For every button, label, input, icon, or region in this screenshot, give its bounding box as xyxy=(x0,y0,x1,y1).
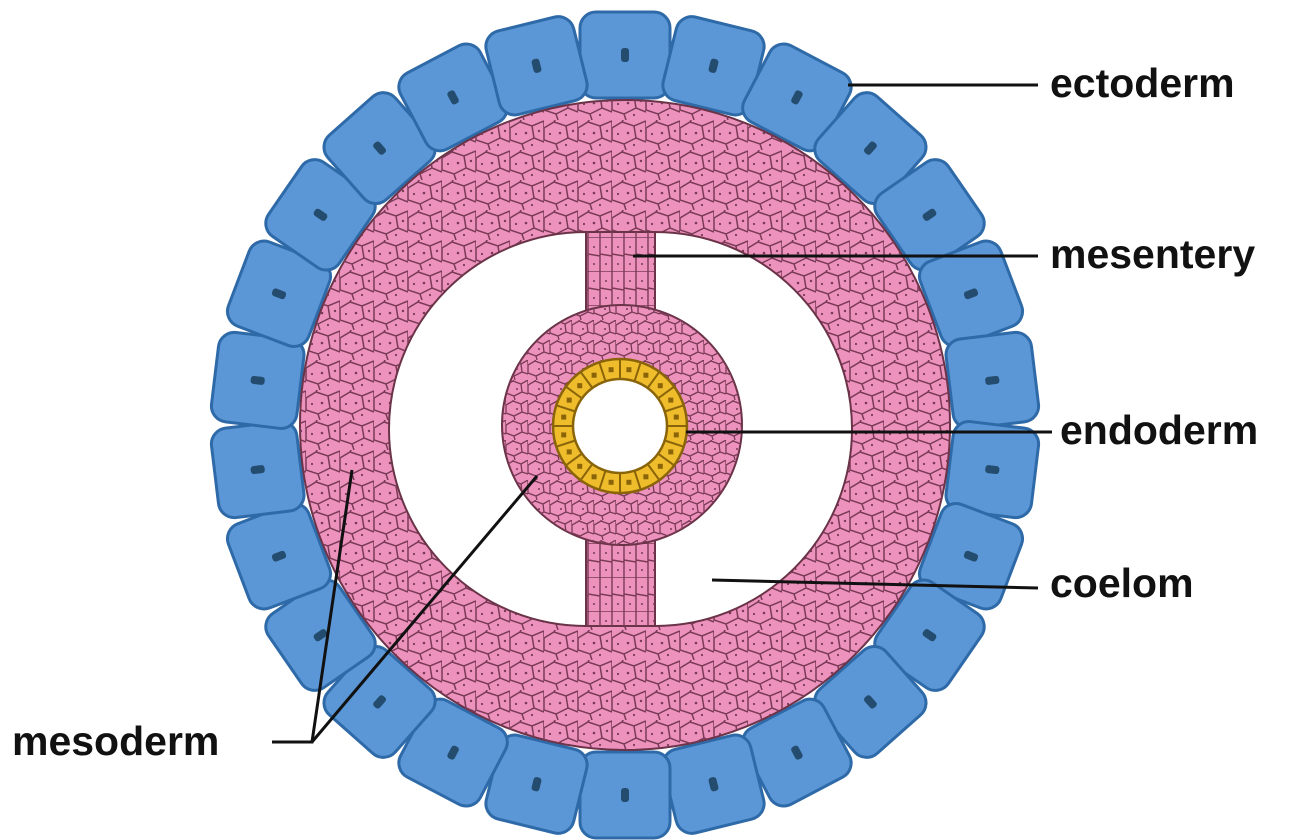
endoderm-nucleus xyxy=(626,367,631,372)
endoderm-nucleus xyxy=(561,432,566,437)
endoderm-nucleus xyxy=(577,383,582,388)
endoderm-nucleus xyxy=(643,474,648,479)
endoderm-nucleus xyxy=(674,432,679,437)
endoderm-ring xyxy=(553,359,687,493)
endoderm-nucleus xyxy=(609,480,614,485)
endoderm-label: endoderm xyxy=(1060,407,1258,453)
endoderm-nucleus xyxy=(561,415,566,420)
endoderm-nucleus xyxy=(658,464,663,469)
endoderm-nucleus xyxy=(609,367,614,372)
endoderm-nucleus xyxy=(567,398,572,403)
endoderm-nucleus xyxy=(643,373,648,378)
ectoderm-cell xyxy=(580,752,670,838)
endoderm-nucleus xyxy=(658,383,663,388)
ectoderm-label: ectoderm xyxy=(1050,60,1235,106)
endoderm-nucleus xyxy=(668,449,673,454)
endoderm-nucleus xyxy=(567,449,572,454)
ectoderm-cell xyxy=(580,12,670,98)
ectoderm-cell xyxy=(483,13,591,118)
ectoderm-cell xyxy=(210,420,306,520)
mesentery-label: mesentery xyxy=(1050,231,1255,277)
ectoderm-cell xyxy=(660,732,768,837)
endoderm-nucleus xyxy=(592,474,597,479)
endoderm-nucleus xyxy=(674,415,679,420)
ectoderm-nucleus xyxy=(621,48,629,62)
coelom-label: coelom xyxy=(1050,560,1194,606)
mesoderm-label: mesoderm xyxy=(12,718,219,764)
endoderm-nucleus xyxy=(668,398,673,403)
endoderm-nucleus xyxy=(626,480,631,485)
endoderm-nucleus xyxy=(592,373,597,378)
ectoderm-cell xyxy=(944,331,1040,431)
endoderm-nucleus xyxy=(577,464,582,469)
ectoderm-nucleus xyxy=(621,788,629,802)
